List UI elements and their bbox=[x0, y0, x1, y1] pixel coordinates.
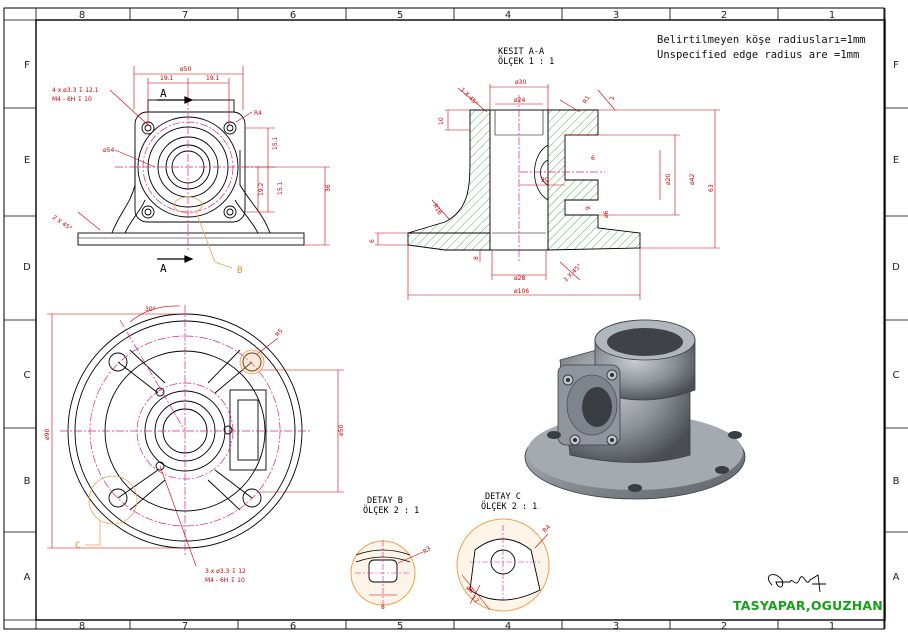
zone-bottom-label: 1 bbox=[829, 621, 835, 632]
detail-c-dim-d6: ø6 bbox=[465, 584, 475, 594]
sec-dim-d30: ø30 bbox=[515, 79, 526, 86]
zone-bottom-label: 3 bbox=[613, 621, 619, 632]
detail-b-scale: ÖLÇEK 2 : 1 bbox=[363, 505, 419, 516]
dim-h151a: 15.1 bbox=[272, 136, 279, 150]
author-name: TASYAPAR,OGUZHAN bbox=[733, 598, 883, 613]
detail-c bbox=[456, 518, 550, 612]
detail-b-dim-w8: 8 bbox=[381, 604, 385, 611]
section-scale: ÖLÇEK 1 : 1 bbox=[498, 56, 554, 67]
zone-row-label: D bbox=[892, 262, 900, 273]
zone-row-label: B bbox=[893, 476, 900, 487]
sec-dim-chamfer-top: 1 X 45° bbox=[459, 86, 480, 107]
sec-dim-chamfer-bottom: 1 X 45° bbox=[562, 263, 583, 284]
sec-dim-d39: 39 bbox=[541, 177, 549, 184]
sec-dim-d8: 8 bbox=[473, 256, 480, 260]
detail-c-title: DETAY C bbox=[485, 492, 521, 502]
zone-row-label: F bbox=[893, 60, 899, 71]
sec-dim-d20: ø20 bbox=[665, 174, 672, 185]
part-3d-render bbox=[524, 319, 746, 500]
zone-top-label: 6 bbox=[290, 10, 296, 21]
top-dim-d50: ø50 bbox=[338, 425, 345, 436]
zone-bottom-label: 6 bbox=[290, 621, 296, 632]
dim-w2: 19.1 bbox=[206, 75, 220, 82]
signature bbox=[767, 574, 826, 593]
detail-c-scale: ÖLÇEK 2 : 1 bbox=[481, 501, 537, 512]
sec-dim-d2: 2 bbox=[609, 96, 616, 100]
zone-top-label: 4 bbox=[505, 10, 511, 21]
dim-r4: R4 bbox=[254, 110, 262, 117]
zone-row-label: B bbox=[24, 476, 31, 487]
dim-h192: 19.2 bbox=[258, 182, 265, 196]
zone-top-label: 5 bbox=[397, 10, 403, 21]
sec-dim-r1: R1 bbox=[582, 94, 592, 105]
section-label-a-bottom: A bbox=[160, 262, 167, 275]
zone-top-label: 7 bbox=[182, 10, 188, 21]
edge-radius-note-en: Unspecified edge radius are =1mm bbox=[657, 49, 860, 61]
zone-top-label: 3 bbox=[613, 10, 619, 21]
zone-row-label: C bbox=[893, 370, 900, 381]
dim-h36: 36 bbox=[325, 184, 332, 192]
sec-dim-r16: R16 bbox=[431, 203, 443, 217]
detail-c-dim-r4: R4 bbox=[541, 524, 552, 535]
detail-b bbox=[350, 540, 424, 606]
dim-d54: ø54 bbox=[103, 147, 114, 154]
hole-callout-2: M4 - 6H ↧ 10 bbox=[52, 96, 92, 103]
top-dim-r5: R5 bbox=[274, 328, 285, 339]
sec-dim-d106: ø106 bbox=[514, 288, 529, 295]
top-hole-callout-2: M4 - 6H ↧ 10 bbox=[205, 577, 245, 584]
zone-top-label: 1 bbox=[829, 10, 835, 21]
zone-row-label: F bbox=[24, 60, 30, 71]
zone-bottom-label: 8 bbox=[79, 621, 85, 632]
dim-d50: ø50 bbox=[180, 66, 191, 73]
top-dim-angle: 30° bbox=[145, 306, 156, 313]
dim-chamfer: 2 X 45° bbox=[51, 214, 73, 233]
top-dim-d90: ø90 bbox=[44, 429, 51, 440]
zone-bottom-label: 2 bbox=[721, 621, 727, 632]
zone-row-label: A bbox=[893, 572, 900, 583]
sec-dim-d63: 63 bbox=[708, 184, 715, 192]
hole-callout-1: 4 x ø3.3 ↧ 12.1 bbox=[52, 87, 99, 94]
sec-dim-d28: ø28 bbox=[514, 275, 525, 282]
section-title: KESIT A-A bbox=[498, 47, 544, 57]
sec-dim-d10: 10 bbox=[438, 117, 445, 125]
sec-dim-6: 6 bbox=[591, 155, 595, 162]
sec-dim-d42: ø42 bbox=[689, 174, 696, 185]
sec-dim-d6-hole: ø6 bbox=[603, 210, 610, 218]
sec-dim-d24: ø24 bbox=[514, 97, 525, 104]
zone-bottom-label: 7 bbox=[182, 621, 188, 632]
top-hole-callout-1: 3 x ø3.3 ↧ 12 bbox=[205, 568, 246, 575]
dim-w1: 19.1 bbox=[160, 75, 174, 82]
detail-b-dim-r3: R3 bbox=[422, 545, 433, 556]
zone-top-label: 2 bbox=[721, 10, 727, 21]
detail-b-title: DETAY B bbox=[367, 496, 403, 506]
zone-row-label: D bbox=[23, 262, 31, 273]
sec-dim-d6: 6 bbox=[369, 239, 376, 243]
sec-dim-9: 9 bbox=[585, 206, 592, 210]
zone-row-label: E bbox=[24, 155, 30, 166]
detail-label-c: C bbox=[75, 541, 80, 551]
zone-bottom-label: 4 bbox=[505, 621, 511, 632]
zone-bottom-label: 5 bbox=[397, 621, 403, 632]
zone-row-label: A bbox=[24, 572, 31, 583]
section-label-a-top: A bbox=[160, 87, 167, 100]
detail-c-dim-12: 12 bbox=[470, 594, 480, 604]
section-a-a bbox=[407, 109, 641, 251]
dim-h151b: 15.1 bbox=[277, 181, 284, 195]
zone-row-label: E bbox=[893, 155, 899, 166]
edge-radius-note-tr: Belirtilmeyen köşe radiusları=1mm bbox=[657, 34, 866, 46]
detail-label-b: B bbox=[237, 266, 242, 276]
zone-row-label: C bbox=[24, 370, 31, 381]
zone-top-label: 8 bbox=[79, 10, 85, 21]
